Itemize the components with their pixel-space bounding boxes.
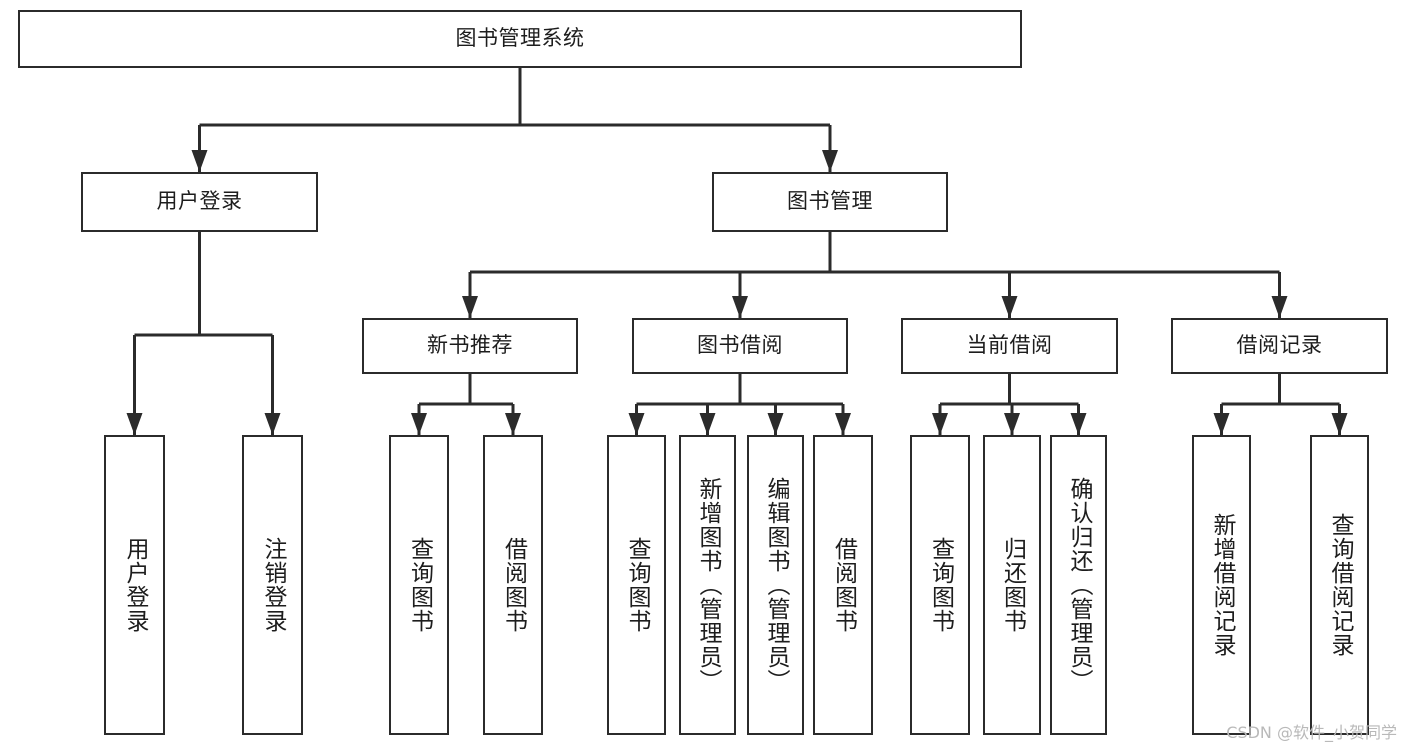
arrowhead-icon [822,150,838,172]
node-leaf_cu3[interactable]: 确认归还（管理员） [1050,435,1107,735]
node-label: 归还图书 [999,537,1026,633]
arrowhead-icon [462,296,478,318]
arrowhead-icon [628,413,645,435]
arrowhead-icon [1331,413,1348,435]
arrowhead-icon [505,413,521,435]
arrowhead-icon [191,150,208,172]
node-records[interactable]: 借阅记录 [1171,318,1388,374]
node-leaf_br4[interactable]: 借阅图书 [813,435,873,735]
node-label: 当前借阅 [966,333,1053,358]
node-label: 用户登录 [156,189,243,214]
node-label: 注销登录 [260,537,286,633]
node-bookmgmt[interactable]: 图书管理 [712,172,948,232]
node-leaf_nb2[interactable]: 借阅图书 [483,435,543,735]
node-label: 借阅图书 [500,537,527,633]
arrowhead-icon [1271,296,1288,318]
node-label: 查询图书 [624,537,650,633]
node-label: 新书推荐 [427,333,513,358]
node-label: 查询图书 [406,537,433,633]
arrowhead-icon [1004,413,1020,435]
node-label: 用户登录 [122,537,148,633]
arrowhead-icon [126,413,143,435]
arrowhead-icon [732,296,748,318]
arrowhead-icon [699,413,716,435]
node-label: 新增借阅记录 [1209,513,1235,657]
node-label: 确认归还（管理员） [1066,477,1092,693]
node-label: 图书借阅 [697,333,783,358]
node-label: 图书管理 [787,189,873,214]
node-leaf_br1[interactable]: 查询图书 [607,435,666,735]
node-newbook[interactable]: 新书推荐 [362,318,578,374]
node-leaf_br2[interactable]: 新增图书（管理员） [679,435,736,735]
node-leaf_rc2[interactable]: 查询借阅记录 [1310,435,1369,735]
node-leaf_login2[interactable]: 注销登录 [242,435,303,735]
node-label: 查询借阅记录 [1327,513,1353,657]
arrowhead-icon [411,413,427,435]
node-leaf_cu1[interactable]: 查询图书 [910,435,970,735]
node-label: 借阅记录 [1236,333,1323,358]
node-current[interactable]: 当前借阅 [901,318,1118,374]
node-label: 新增图书（管理员） [695,477,721,693]
node-leaf_br3[interactable]: 编辑图书（管理员） [747,435,804,735]
arrowhead-icon [1070,413,1087,435]
node-label: 编辑图书（管理员） [763,477,789,693]
root-node[interactable]: 图书管理系统 [18,10,1022,68]
arrowhead-icon [264,413,281,435]
node-leaf_rc1[interactable]: 新增借阅记录 [1192,435,1251,735]
arrowhead-icon [1001,296,1018,318]
arrowhead-icon [767,413,784,435]
arrowhead-icon [835,413,851,435]
node-borrow[interactable]: 图书借阅 [632,318,848,374]
node-leaf_cu2[interactable]: 归还图书 [983,435,1041,735]
arrowhead-icon [932,413,948,435]
node-leaf_nb1[interactable]: 查询图书 [389,435,449,735]
arrowhead-icon [1213,413,1230,435]
node-label: 查询图书 [927,537,954,633]
node-login[interactable]: 用户登录 [81,172,318,232]
node-label: 借阅图书 [830,537,857,633]
node-label: 图书管理系统 [455,26,585,51]
node-leaf_login1[interactable]: 用户登录 [104,435,165,735]
